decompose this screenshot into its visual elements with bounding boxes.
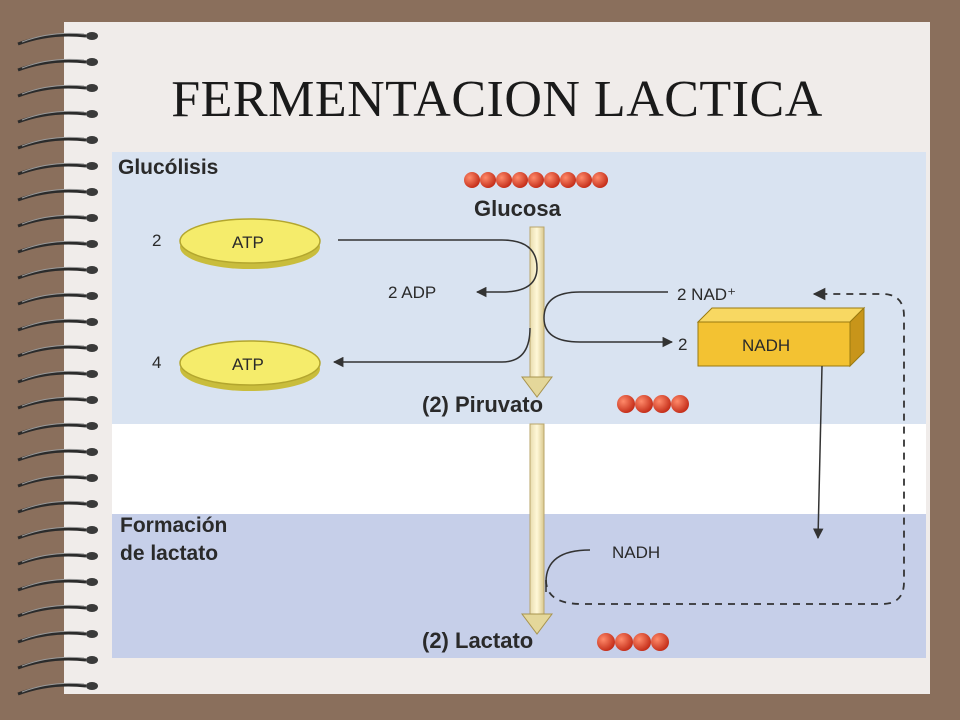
- lactate-panel: [112, 514, 926, 658]
- lactate-molecule: [597, 633, 669, 651]
- spiral-ring: [17, 474, 98, 488]
- adp-label: 2 ADP: [388, 283, 436, 302]
- atp-bottom-coefficient: 4: [152, 353, 161, 372]
- atp-top-label: ATP: [232, 233, 264, 252]
- atp-top-coefficient: 2: [152, 231, 161, 250]
- atp-top-disc: [179, 218, 321, 269]
- spiral-ring: [17, 630, 98, 644]
- nad-regeneration-loop: [545, 287, 905, 605]
- glucose-molecule: [464, 172, 608, 188]
- spiral-ring: [17, 344, 98, 358]
- spiral-ring: [17, 110, 98, 124]
- spiral-ring: [17, 500, 98, 514]
- atp-bottom-label: ATP: [232, 355, 264, 374]
- nadh-box-coefficient: 2: [678, 335, 687, 354]
- atp-to-adp-arrow: [338, 239, 538, 298]
- spiral-ring: [17, 656, 98, 670]
- nadh-box-label: NADH: [742, 336, 790, 355]
- spiral-ring: [17, 422, 98, 436]
- spiral-ring: [17, 526, 98, 540]
- lactate-formation-label-2: de lactato: [120, 542, 218, 565]
- spiral-ring: [17, 136, 98, 150]
- main-arrow-lower: [521, 423, 553, 635]
- spiral-ring: [17, 84, 98, 98]
- spiral-ring: [17, 266, 98, 280]
- spiral-ring: [17, 162, 98, 176]
- lactate-formation-label-1: Formación: [120, 514, 227, 537]
- nad-plus-label: 2 NAD⁺: [677, 285, 736, 304]
- spiral-ring: [17, 396, 98, 410]
- glycolysis-label: Glucólisis: [118, 156, 218, 179]
- spiral-ring: [17, 448, 98, 462]
- lactic-fermentation-diagram: Glucólisis Formación de lactato Glucosa …: [112, 152, 926, 658]
- nadh-box: [696, 306, 866, 368]
- spiral-ring: [17, 552, 98, 566]
- spiral-ring: [17, 318, 98, 332]
- spiral-ring: [17, 240, 98, 254]
- spiral-ring: [17, 188, 98, 202]
- nadh-return-label: NADH: [612, 543, 660, 562]
- atp-bottom-disc: [179, 340, 321, 391]
- spiral-ring: [17, 32, 98, 46]
- nadh-down-arrow: [812, 365, 824, 540]
- pyruvate-molecule: [617, 395, 689, 413]
- slide-title: FERMENTACION LACTICA: [171, 71, 823, 128]
- glucose-label: Glucosa: [474, 196, 562, 221]
- main-arrow-upper: [521, 226, 553, 398]
- spiral-ring: [17, 370, 98, 384]
- gap-panel: [112, 424, 926, 514]
- spiral-ring: [17, 604, 98, 618]
- spiral-ring: [17, 58, 98, 72]
- spiral-ring: [17, 214, 98, 228]
- lactate-label: (2) Lactato: [422, 628, 533, 653]
- nad-to-nadh-arrow: [543, 291, 674, 348]
- pyruvate-label: (2) Piruvato: [422, 392, 543, 417]
- spiral-ring: [17, 578, 98, 592]
- spiral-binding: [17, 32, 98, 696]
- spiral-ring: [17, 682, 98, 696]
- atp-production-arrow: [332, 327, 531, 368]
- spiral-ring: [17, 292, 98, 306]
